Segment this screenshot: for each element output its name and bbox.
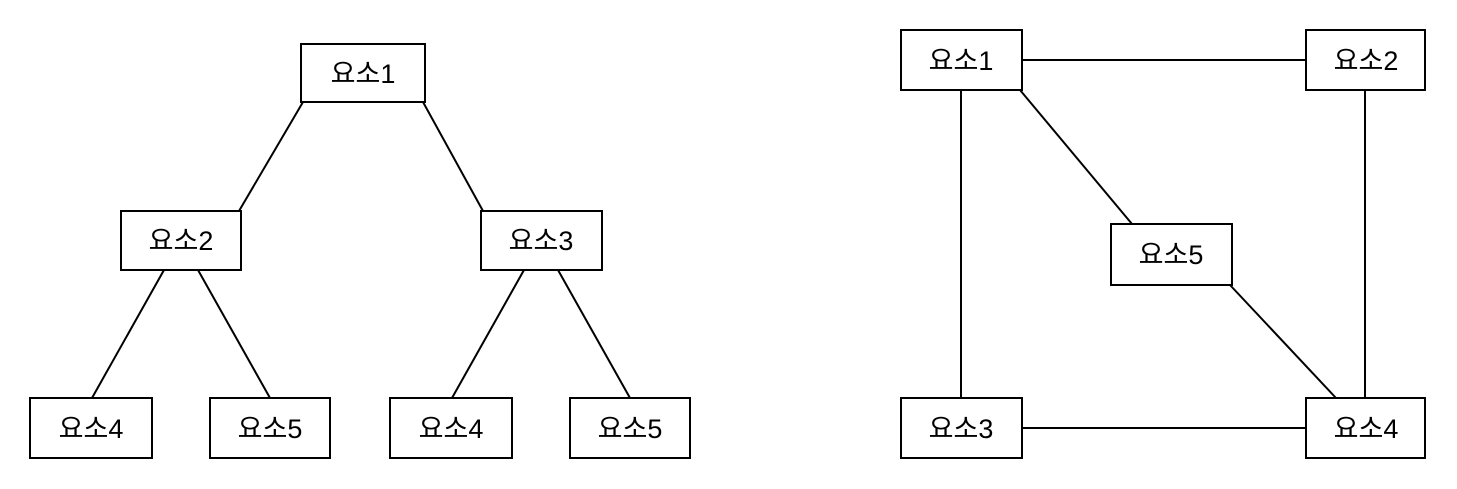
network-node-2-label: 요소2 — [1334, 46, 1399, 76]
edge-child-right-to-leaf-2 — [557, 269, 631, 399]
network-node-3-box[interactable] — [900, 397, 1023, 459]
network-node-5-box[interactable] — [1110, 223, 1233, 286]
edge-child-left-to-leaf-2 — [197, 269, 271, 399]
tree-node-leaf-2-label: 요소5 — [238, 414, 303, 444]
tree-node-leaf-2-box[interactable] — [209, 397, 331, 459]
tree-node-root-label: 요소1 — [331, 59, 396, 89]
tree-node-child-right-label: 요소3 — [509, 226, 574, 256]
tree-node-leaf-3[interactable]: 요소4 — [389, 397, 513, 459]
tree-edges — [91, 101, 631, 399]
edge-root-to-child-left — [238, 101, 304, 212]
tree-node-leaf-1-box[interactable] — [29, 397, 153, 459]
tree-node-leaf-1-label: 요소4 — [59, 414, 124, 444]
tree-node-root[interactable]: 요소1 — [300, 43, 426, 103]
tree-node-leaf-3-label: 요소4 — [419, 414, 484, 444]
network-node-2-box[interactable] — [1305, 29, 1426, 91]
edge-child-right-to-leaf-1 — [451, 269, 525, 399]
network-node-1-box[interactable] — [900, 29, 1023, 91]
tree-node-root-box[interactable] — [300, 43, 426, 103]
tree-node-child-left-box[interactable] — [120, 210, 242, 271]
tree-node-child-left[interactable]: 요소2 — [120, 210, 242, 271]
tree-node-leaf-4[interactable]: 요소5 — [569, 397, 691, 459]
network-graph-diagram: 요소1 요소2 요소5 요소3 요소4 — [900, 29, 1426, 459]
network-node-3-label: 요소3 — [929, 414, 994, 444]
tree-node-child-right[interactable]: 요소3 — [480, 210, 603, 271]
edge-n1-n5 — [1019, 89, 1133, 225]
tree-node-child-right-box[interactable] — [480, 210, 603, 271]
tree-node-leaf-3-box[interactable] — [389, 397, 513, 459]
network-edges — [960, 59, 1366, 429]
network-node-4-box[interactable] — [1305, 397, 1426, 459]
network-node-4-label: 요소4 — [1334, 414, 1399, 444]
network-node-5[interactable]: 요소5 — [1110, 223, 1233, 286]
tree-node-leaf-4-label: 요소5 — [598, 414, 663, 444]
network-node-2[interactable]: 요소2 — [1305, 29, 1426, 91]
edge-child-left-to-leaf-1 — [91, 269, 165, 399]
edge-n5-n4 — [1229, 284, 1337, 399]
hierarchical-tree-diagram: 요소1 요소2 요소3 요소4 요소5 요소4 요소5 — [29, 43, 691, 459]
network-node-1[interactable]: 요소1 — [900, 29, 1023, 91]
network-node-1-label: 요소1 — [929, 46, 994, 76]
edge-root-to-child-right — [422, 101, 484, 212]
network-node-5-label: 요소5 — [1139, 240, 1204, 270]
tree-node-leaf-4-box[interactable] — [569, 397, 691, 459]
network-node-3[interactable]: 요소3 — [900, 397, 1023, 459]
tree-node-leaf-1[interactable]: 요소4 — [29, 397, 153, 459]
tree-node-child-left-label: 요소2 — [149, 226, 214, 256]
tree-node-leaf-2[interactable]: 요소5 — [209, 397, 331, 459]
network-node-4[interactable]: 요소4 — [1305, 397, 1426, 459]
